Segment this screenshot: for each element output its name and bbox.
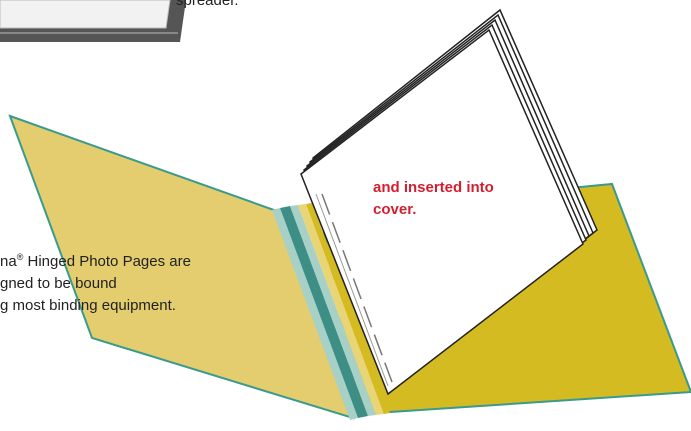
photo-frame-fragment xyxy=(0,0,186,42)
left-caption-line-3: g most binding equipment. xyxy=(0,295,191,317)
left-caption-line-1: na® Hinged Photo Pages are xyxy=(0,246,191,273)
left-caption: na® Hinged Photo Pages are gned to be bo… xyxy=(0,246,191,317)
red-caption-line-1: and inserted into xyxy=(373,177,494,199)
red-caption-line-2: cover. xyxy=(373,199,494,221)
red-caption: and inserted into cover. xyxy=(373,177,494,221)
left-caption-line-2: gned to be bound xyxy=(0,273,191,295)
top-caption: spreader. xyxy=(176,0,239,9)
